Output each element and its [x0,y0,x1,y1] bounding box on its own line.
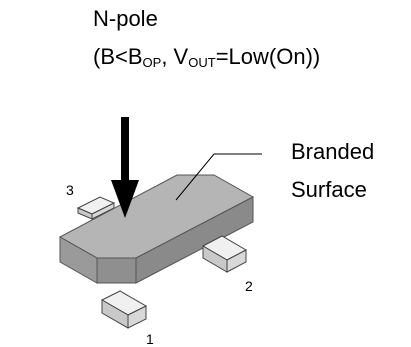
package-body [58,174,255,284]
branded-pointer-line [175,153,262,201]
branded-label-line2: Surface [291,177,367,202]
condition-mid: , V [161,44,189,69]
pole-title: N-pole [93,6,158,31]
field-arrow [111,117,139,218]
pin-1-lead [100,290,148,329]
out-subscript: OUT [188,55,216,70]
pin-2-lead [201,235,248,273]
pin-3-lead [76,196,116,220]
branded-label-line1: Branded [291,139,375,164]
condition-close: =Low(On)) [215,44,321,69]
pin-label-1: 1 [146,331,154,347]
pin-label-3: 3 [66,182,74,198]
op-subscript: OP [142,55,162,70]
condition-text: (B<BOP, VOUT=Low(On)) [93,42,320,78]
condition-open: (B<B [93,44,143,69]
pin-label-2: 2 [245,278,253,294]
